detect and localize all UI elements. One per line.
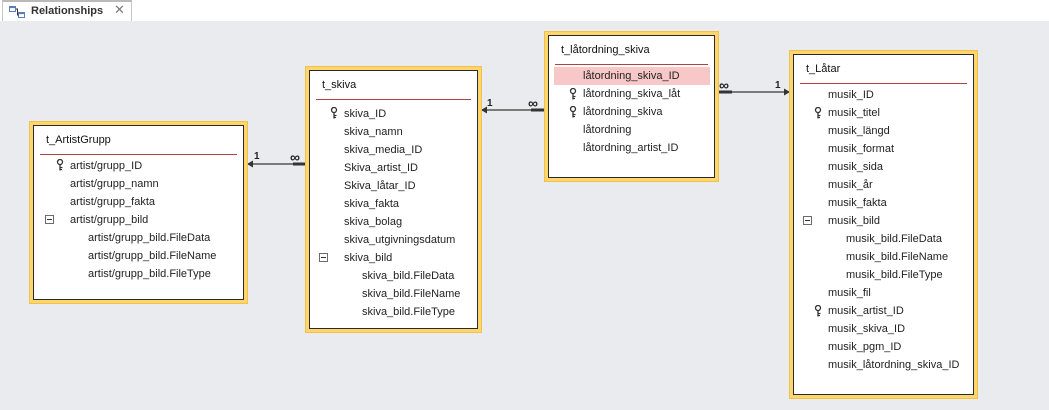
title-separator bbox=[800, 83, 967, 84]
tab-relationships[interactable]: Relationships ✕ bbox=[2, 0, 132, 21]
relationship-one-label: 1 bbox=[254, 151, 260, 162]
field-row[interactable]: låtordning bbox=[583, 124, 632, 136]
table-window-skiva[interactable]: t_skiva skiva_ID skiva_namn skiva_media_… bbox=[306, 67, 481, 332]
field-row[interactable]: musik_format bbox=[828, 143, 895, 155]
field-row[interactable]: musik_sida bbox=[828, 161, 884, 173]
relationship-one-label: 1 bbox=[487, 98, 493, 109]
relationship-many-label: ∞ bbox=[290, 149, 300, 165]
field-row[interactable]: artist/grupp_bild bbox=[70, 214, 149, 226]
field-row[interactable]: skiva_bolag bbox=[344, 216, 403, 228]
field-row[interactable]: låtordning_artist_ID bbox=[583, 142, 679, 154]
field-row[interactable]: Skiva_låtar_ID bbox=[344, 180, 416, 192]
table-title[interactable]: t_ArtistGrupp bbox=[46, 134, 111, 146]
table-window-latar[interactable]: t_Låtar musik_ID musik_titel musik_längd… bbox=[790, 51, 977, 398]
title-separator bbox=[316, 99, 471, 100]
relationship-one-label: 1 bbox=[775, 80, 781, 91]
field-row[interactable]: artist/grupp_bild.FileData bbox=[88, 232, 211, 244]
field-row[interactable]: låtordning_skiva_låt bbox=[583, 88, 681, 100]
field-row[interactable]: musik_år bbox=[828, 179, 873, 191]
arrow-icon bbox=[481, 106, 487, 114]
field-row[interactable]: musik_titel bbox=[828, 107, 880, 119]
field-row[interactable]: låtordning_skiva bbox=[583, 106, 663, 118]
relationship-lines bbox=[247, 88, 790, 168]
field-row[interactable]: musik_pgm_ID bbox=[828, 341, 902, 353]
title-separator bbox=[555, 64, 708, 65]
field-row[interactable]: musik_fil bbox=[828, 287, 871, 299]
field-row[interactable]: Skiva_artist_ID bbox=[344, 162, 418, 174]
primary-key-icon bbox=[569, 105, 577, 118]
field-row[interactable]: musik_ID bbox=[828, 89, 874, 101]
field-row[interactable]: musik_artist_ID bbox=[828, 305, 904, 317]
table-window-artistgrupp[interactable]: t_ArtistGrupp artist/grupp_ID artist/gru… bbox=[30, 122, 247, 303]
field-row[interactable]: musik_bild.FileName bbox=[846, 251, 949, 263]
field-row[interactable]: skiva_bild.FileData bbox=[362, 270, 455, 282]
table-title[interactable]: t_Låtar bbox=[806, 63, 841, 75]
field-row[interactable]: skiva_bild.FileType bbox=[362, 306, 455, 318]
collapse-toggle-icon[interactable] bbox=[803, 216, 812, 225]
relationships-canvas: 1 ∞ 1 ∞ ∞ 1 t_ArtistGrupp artist/grupp_I… bbox=[0, 21, 1049, 410]
field-row[interactable]: musik_bild bbox=[828, 215, 880, 227]
arrow-icon bbox=[247, 160, 253, 168]
field-row[interactable]: musik_längd bbox=[828, 125, 890, 137]
relationship-many-label: ∞ bbox=[719, 77, 729, 93]
primary-key-icon bbox=[814, 106, 822, 119]
field-row[interactable]: musik_skiva_ID bbox=[828, 323, 906, 335]
table-window-latordning-skiva[interactable]: t_låtordning_skiva låtordning_skiva_ID l… bbox=[545, 32, 718, 181]
relationships-icon bbox=[9, 6, 25, 18]
field-row[interactable]: musik_låtordning_skiva_ID bbox=[828, 359, 960, 371]
tab-label: Relationships bbox=[31, 5, 104, 17]
field-row[interactable]: artist/grupp_fakta bbox=[70, 196, 155, 208]
field-row[interactable]: artist/grupp_bild.FileType bbox=[88, 268, 211, 280]
field-row-selected[interactable]: låtordning_skiva_ID bbox=[554, 67, 710, 85]
arrow-icon bbox=[784, 88, 790, 96]
primary-key-icon bbox=[814, 304, 822, 317]
primary-key-icon bbox=[330, 106, 338, 119]
field-row[interactable]: skiva_namn bbox=[344, 126, 403, 138]
document-tab-bar: Relationships ✕ bbox=[0, 0, 1049, 22]
field-row[interactable]: musik_fakta bbox=[828, 197, 887, 209]
field-row[interactable]: musik_bild.FileData bbox=[846, 233, 942, 245]
primary-key-icon bbox=[569, 87, 577, 100]
table-title[interactable]: t_låtordning_skiva bbox=[561, 44, 650, 56]
close-icon[interactable]: ✕ bbox=[114, 2, 125, 17]
relationship-many-label: ∞ bbox=[528, 95, 538, 111]
table-title[interactable]: t_skiva bbox=[322, 79, 357, 91]
field-row[interactable]: skiva_utgivningsdatum bbox=[344, 234, 456, 246]
field-row[interactable]: skiva_bild bbox=[344, 252, 393, 264]
field-row[interactable]: skiva_ID bbox=[344, 108, 387, 120]
title-separator bbox=[40, 154, 237, 155]
primary-key-icon bbox=[56, 158, 64, 171]
field-row[interactable]: skiva_media_ID bbox=[344, 144, 423, 156]
field-row[interactable]: artist/grupp_bild.FileName bbox=[88, 250, 217, 262]
field-row[interactable]: artist/grupp_namn bbox=[70, 178, 159, 190]
collapse-toggle-icon[interactable] bbox=[45, 215, 54, 224]
field-row[interactable]: musik_bild.FileType bbox=[846, 269, 943, 281]
collapse-toggle-icon[interactable] bbox=[319, 253, 328, 262]
field-row[interactable]: skiva_bild.FileName bbox=[362, 288, 461, 300]
field-row[interactable]: skiva_fakta bbox=[344, 198, 400, 210]
field-row[interactable]: artist/grupp_ID bbox=[70, 160, 143, 172]
